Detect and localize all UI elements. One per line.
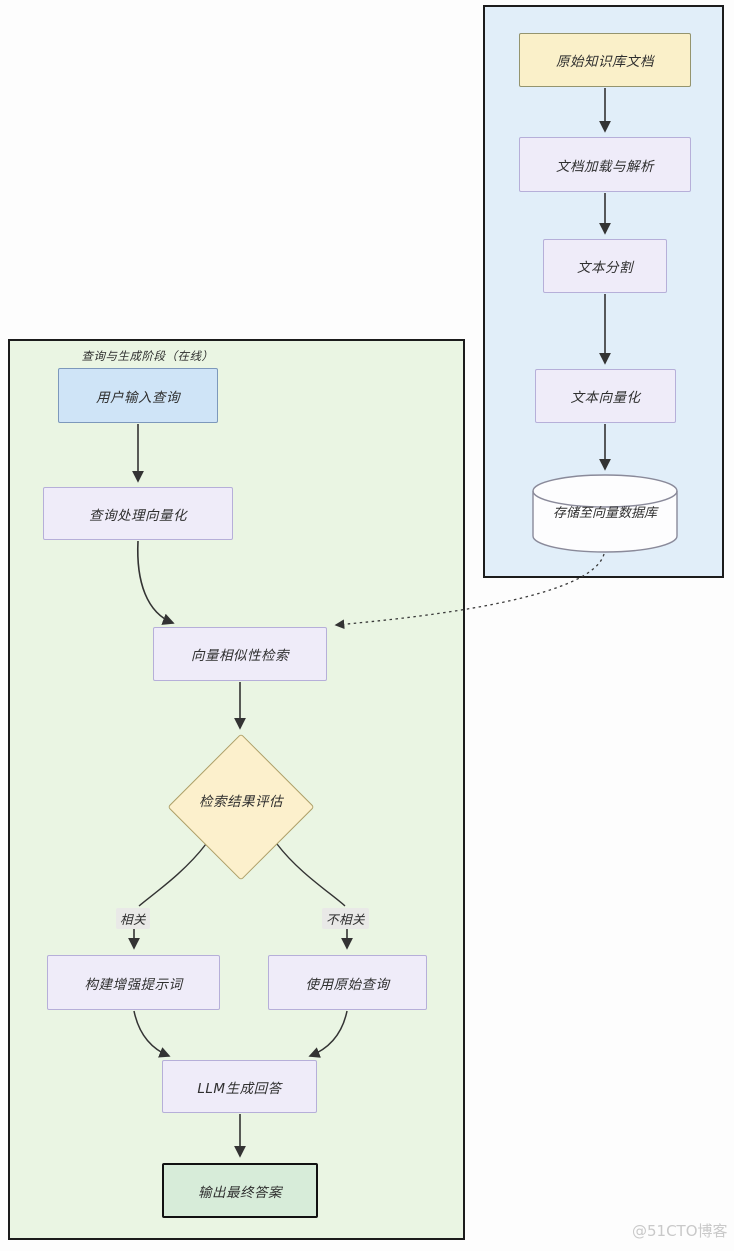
node-vector-db-label: 存储至向量数据库 — [552, 506, 657, 521]
node-user-query: 用户输入查询 — [58, 368, 218, 423]
node-llm-answer: LLM生成回答 — [162, 1060, 317, 1113]
online-panel-title: 查询与生成阶段（在线） — [81, 349, 214, 363]
edge-label-irrelevant: 不相关 — [322, 908, 370, 929]
node-use-original: 使用原始查询 — [268, 955, 427, 1010]
node-query-embed: 查询处理向量化 — [43, 487, 233, 540]
node-kb-doc: 原始知识库文档 — [519, 33, 691, 87]
node-text-embed: 文本向量化 — [535, 369, 676, 423]
edge-label-relevant: 相关 — [116, 908, 151, 929]
node-vector-search: 向量相似性检索 — [153, 627, 327, 681]
watermark: @51CTO博客 — [632, 1222, 728, 1240]
node-final-output: 输出最终答案 — [162, 1163, 318, 1218]
node-build-prompt: 构建增强提示词 — [47, 955, 220, 1010]
node-text-split: 文本分割 — [543, 239, 667, 293]
node-eval-diamond-label: 检索结果评估 — [199, 794, 283, 810]
node-doc-parse: 文档加载与解析 — [519, 137, 691, 192]
